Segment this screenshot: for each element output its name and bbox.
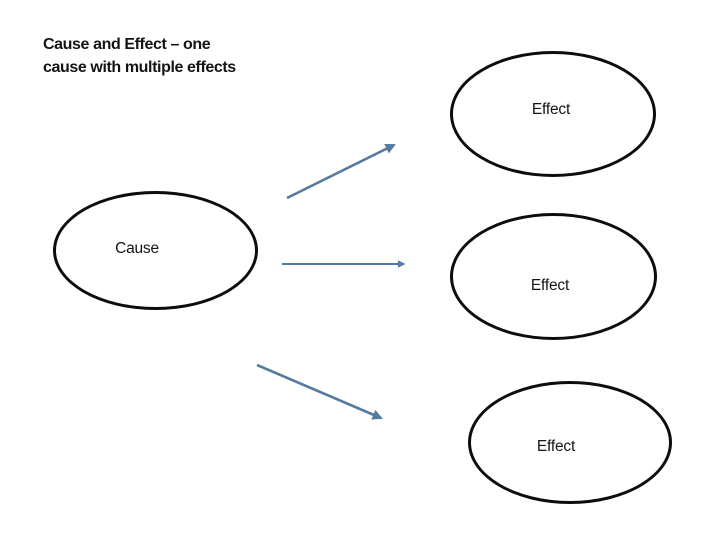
effect-node-2 bbox=[450, 213, 657, 340]
cause-node-label: Cause bbox=[115, 240, 159, 257]
slide-title-line2: cause with multiple effects bbox=[43, 59, 236, 76]
slide-title-line1: Cause and Effect – one bbox=[43, 36, 211, 53]
effect-node-1 bbox=[450, 51, 656, 177]
cause-node bbox=[53, 191, 258, 310]
effect-node-2-label: Effect bbox=[530, 277, 570, 294]
effect-node-3 bbox=[468, 381, 672, 504]
effect-node-1-label: Effect bbox=[531, 101, 571, 118]
arrow-cause-to-effect-3 bbox=[256, 363, 383, 420]
arrow-cause-to-effect-1 bbox=[286, 143, 396, 200]
effect-node-3-label: Effect bbox=[536, 438, 576, 455]
slide-title: Cause and Effect – one cause with multip… bbox=[43, 33, 236, 79]
